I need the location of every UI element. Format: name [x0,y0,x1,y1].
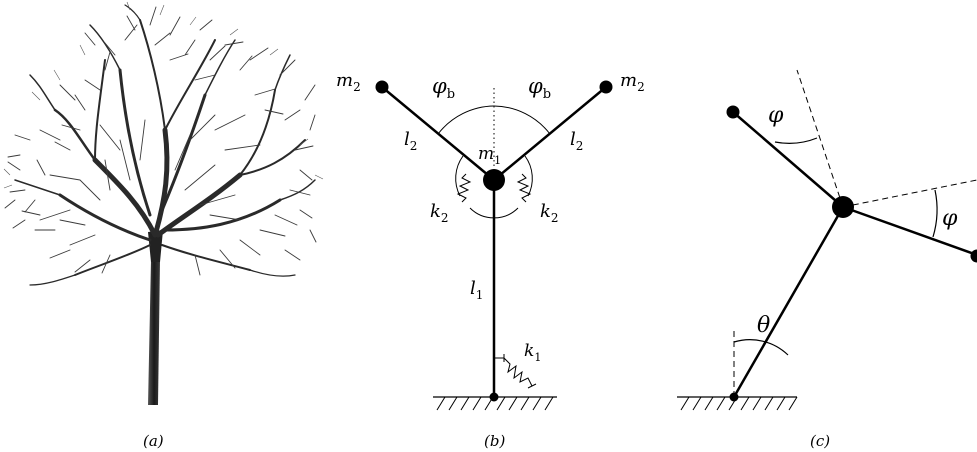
tree-illustration [3,1,324,405]
length-left-label: l2 [404,129,417,153]
angle-phi-b-left: φb [432,74,455,102]
length-right-label: l2 [570,129,583,153]
deflection-diagram [677,69,977,411]
angle-phi-right-label: φ [942,206,958,231]
spring-k1-label: k1 [524,341,541,364]
spring-k2-right-label: k2 [540,201,559,225]
caption-b: (b) [484,432,505,450]
mass-right-label: m2 [620,70,645,94]
deflection-labels: φ φ θ [757,103,958,338]
mass-left-label: m2 [336,70,361,94]
caption-c: (c) [810,432,830,450]
spring-k2-left-label: k2 [430,201,449,225]
model-diagram [375,80,613,411]
mass-center-label: m1 [478,144,501,167]
angle-phi-b-right: φb [528,74,551,102]
model-labels: m2 m2 m1 φb φb l2 l2 k2 k2 l1 k1 [336,70,645,364]
angle-phi-upper-label: φ [768,103,784,128]
trunk-length-label: l1 [470,278,483,302]
caption-a: (a) [143,432,164,450]
angle-theta-label: θ [757,313,770,338]
